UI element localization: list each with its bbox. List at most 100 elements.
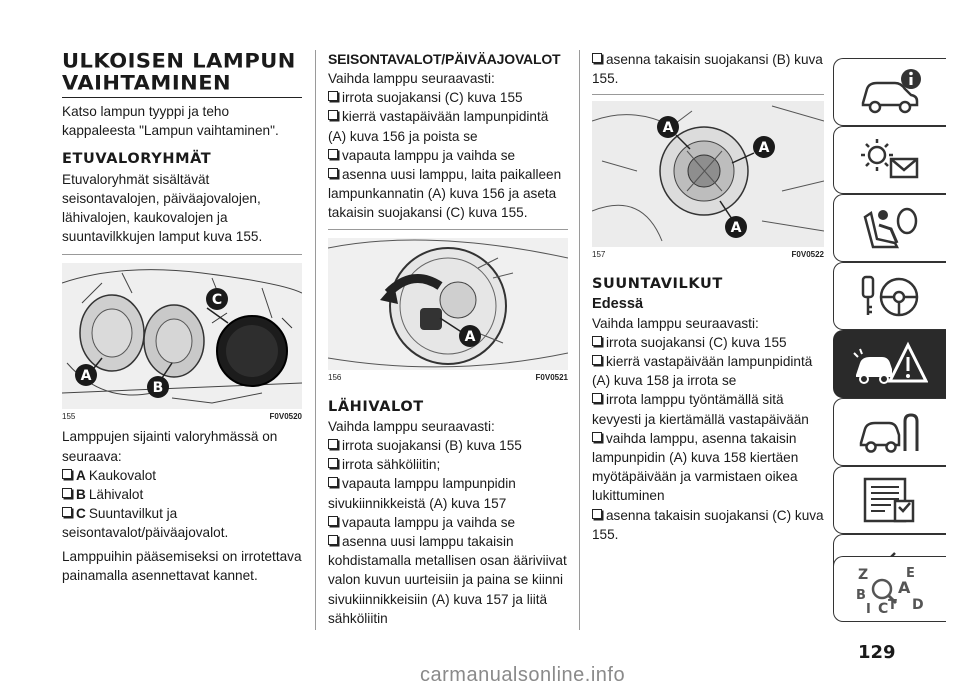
figure-rule (592, 94, 824, 96)
intro-text: Vaihda lamppu seuraavasti: (592, 315, 759, 331)
column-divider (579, 50, 580, 630)
bullet-icon (592, 335, 602, 346)
bullet-icon (328, 91, 338, 102)
figure-155-caption: 155 F0V0520 (62, 411, 302, 423)
bullet-icon (328, 458, 338, 469)
callout-b-label: B (153, 380, 164, 396)
list-item: kierrä vastapäivään lampunpidintä (A) ku… (592, 354, 813, 389)
index-letter: T (888, 598, 897, 613)
sidebar-tab-specifications[interactable] (833, 466, 946, 534)
figure-number: 155 (62, 412, 76, 422)
callout-c-label: C (212, 292, 222, 308)
bullet-icon (62, 507, 72, 518)
list-item: irrota suojakansi (C) kuva 155 (328, 88, 568, 107)
specifications-list-icon (863, 477, 915, 523)
parking-light-bulb-illustration: A (328, 237, 568, 370)
section-intro: Vaihda lamppu seuraavasti: (328, 418, 495, 434)
figure-156-caption: 156 F0V0521 (328, 372, 568, 384)
bullet-icon (328, 110, 338, 121)
sidebar-tab-airbag-seat[interactable] (833, 194, 946, 262)
bullet-icon (592, 508, 602, 519)
figure-157-caption: 157 F0V0522 (592, 249, 824, 261)
bullet-icon (592, 431, 602, 442)
bullet-icon (592, 355, 602, 366)
headlight-rear-view-illustration: C A B (62, 263, 302, 410)
intro-text: Katso lampun tyyppi ja teho kappaleesta … (62, 104, 279, 139)
car-breakdown-warning-icon (853, 341, 928, 384)
bullet-icon (328, 535, 338, 546)
callout-c (206, 288, 228, 311)
low-beam-bulb-illustration: A A A (592, 101, 824, 248)
column-3: asenna takaisin suojakansi (B) kuva 155.… (592, 50, 824, 544)
page-title-line1: ULKOISEN LAMPUN (62, 49, 296, 73)
alphabet-index-icon: Z E A B C D I T (856, 566, 924, 617)
callout-a-label: A (731, 220, 742, 236)
list-item: irrota lamppu työntämällä sitä kevyesti … (592, 392, 809, 427)
car-info-icon (861, 69, 921, 114)
index-letter: E (906, 566, 915, 581)
figure-rule (62, 254, 302, 256)
figure-code: F0V0522 (791, 250, 824, 260)
list-item: vapauta lamppu ja vaihda se (328, 513, 568, 532)
bullet-icon (328, 168, 338, 179)
figure-code: F0V0520 (269, 412, 302, 422)
callout-a-label: A (663, 120, 674, 136)
index-letter: D (912, 597, 924, 613)
sidebar-tab-key-steering[interactable] (833, 262, 946, 330)
index-letter: A (898, 578, 911, 597)
callout-a-label: A (81, 368, 92, 384)
key-steering-icon (861, 275, 919, 317)
index-letter: Z (858, 567, 868, 583)
figure-number: 156 (328, 372, 342, 382)
subsection-title-edessa: Edessä (592, 295, 644, 312)
sidebar-tab-car-info[interactable] (833, 58, 946, 126)
outro-text: Lamppuihin pääsemiseksi on irrotettava p… (62, 548, 302, 583)
list-item: vaihda lamppu, asenna takaisin lampunpid… (592, 430, 799, 504)
list-item: irrota suojakansi (C) kuva 155 (592, 333, 824, 352)
list-item: asenna takaisin suojakansi (C) kuva 155. (592, 507, 824, 542)
list-item: asenna uusi lamppu, laita paikalleen lam… (328, 167, 562, 221)
section-title-suuntavilkut: SUUNTAVILKUT (592, 276, 723, 293)
callout-a-label: A (465, 329, 476, 345)
bullet-icon (592, 53, 602, 63)
index-letter: B (856, 588, 866, 603)
index-letter: C (878, 601, 888, 617)
bullet-icon (328, 148, 338, 159)
after-figure-text: Lamppujen sijainti valoryhmässä on seura… (62, 429, 278, 464)
figure-rule (328, 228, 568, 230)
intro-text: Vaihda lamppu seuraavasti: (328, 71, 495, 86)
page-title-line2: VAIHTAMINEN (62, 71, 232, 95)
column-2: SEISONTAVALOT/PÄIVÄAJOVALOT Vaihda lampp… (328, 50, 568, 628)
title-rule (62, 97, 302, 98)
list-item: irrota suojakansi (B) kuva 155 (328, 436, 568, 455)
sidebar-tab-breakdown-active[interactable] (833, 330, 946, 398)
figure-157-image: A A A (592, 101, 824, 248)
watermark: carmanualsonline.info (420, 664, 626, 686)
bullet-icon (328, 439, 338, 450)
car-wrench-icon (859, 413, 919, 453)
figure-155-image: C A B (62, 263, 302, 410)
section-title-etuvaloryhmat: ETUVALORYHMÄT (62, 151, 212, 168)
airbag-seat-icon (863, 207, 918, 249)
column-divider (315, 50, 316, 630)
figure-code: F0V0521 (535, 372, 568, 382)
sidebar-tab-warning-lights[interactable] (833, 126, 946, 194)
bullet-icon (592, 393, 602, 404)
list-item: vapauta lamppu lampunpidin sivukiinnikke… (328, 476, 516, 511)
sidebar-tab-index[interactable]: Z E A B C D I T (833, 556, 946, 622)
section-title-lahivalot: LÄHIVALOT (328, 398, 424, 415)
callout-a-label: A (759, 140, 770, 156)
list-item: asenna uusi lamppu takaisin kohdistamall… (328, 534, 567, 626)
section-text: Etuvaloryhmät sisältävät seisontavalojen… (62, 171, 263, 245)
bullet-icon (62, 488, 72, 499)
section-title-seisontavalot: SEISONTAVALOT/PÄIVÄAJOVALOT (328, 51, 561, 67)
figure-number: 157 (592, 250, 606, 260)
page-number: 129 (858, 642, 896, 663)
list-item: asenna takaisin suojakansi (B) kuva 155. (592, 52, 823, 87)
list-item: irrota sähköliitin; (328, 455, 568, 474)
sidebar-tab-maintenance[interactable] (833, 398, 946, 466)
index-letter: I (866, 602, 871, 617)
column-1: ULKOISEN LAMPUN VAIHTAMINEN Katso lampun… (62, 50, 302, 585)
bullet-icon (62, 468, 72, 479)
